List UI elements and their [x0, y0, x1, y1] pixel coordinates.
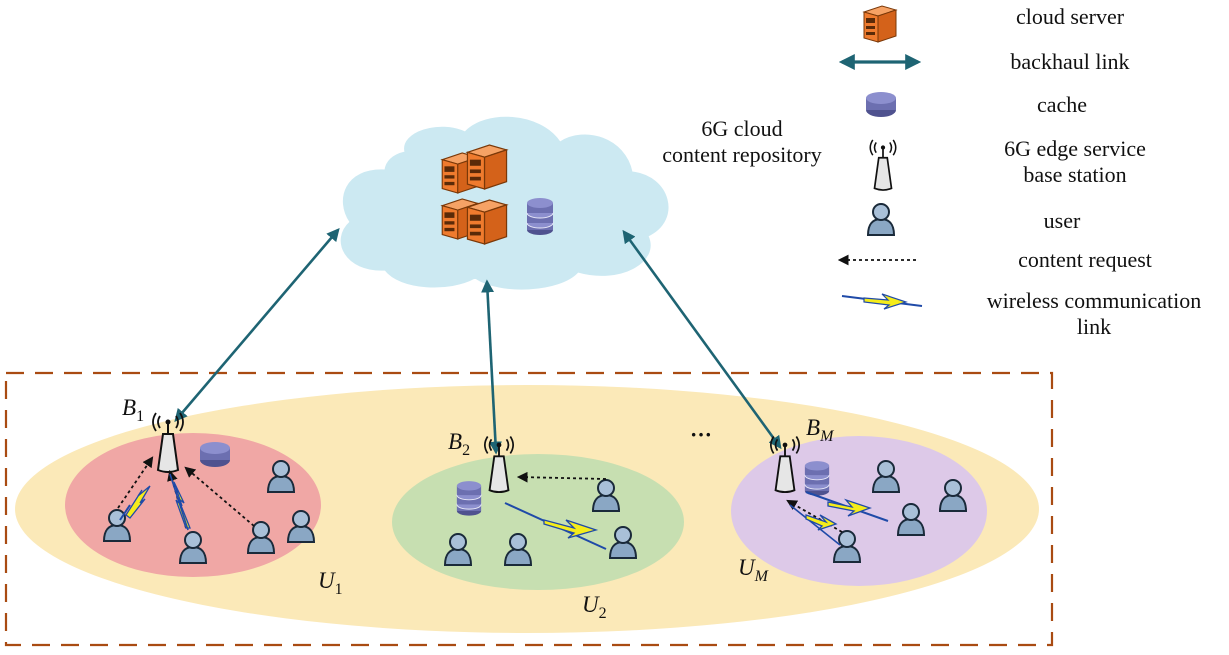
legend-cloud-server-icon: [863, 5, 897, 43]
cloud-title-line1: 6G cloud: [701, 116, 782, 141]
legend-label-content-request: content request: [1018, 247, 1152, 272]
cloud-shape: [340, 116, 669, 290]
cache-b1-icon: [200, 442, 230, 467]
legend-label-cloud-server: cloud server: [1016, 4, 1125, 29]
legend-label-base-station-line1: 6G edge service: [1004, 136, 1146, 161]
coverage-region-border: [4, 371, 1054, 647]
cloud-title-line2: content repository: [662, 142, 821, 167]
legend-label-wireless-link-line2: link: [1077, 314, 1111, 339]
backhaul-link-m: [622, 229, 782, 450]
cell-2: [392, 454, 684, 590]
backhaul-link-1: [174, 228, 340, 422]
ellipsis: ···: [690, 422, 712, 447]
legend-label-backhaul-link: backhaul link: [1010, 49, 1129, 74]
legend-base-station-icon: [869, 139, 897, 191]
backhaul-link-2: [481, 279, 502, 455]
cell-label-u1: U1: [318, 568, 343, 598]
cache-bm-icon: [804, 460, 830, 497]
cloud-cache-icon: [526, 197, 554, 236]
cell-label-u2: U2: [582, 592, 607, 622]
cell-label-um: UM: [738, 555, 770, 585]
legend-label-wireless-link-line1: wireless communication: [987, 288, 1201, 313]
legend-wireless-link-icon: [841, 293, 923, 310]
wireless-links: [119, 473, 889, 550]
legend-user-icon: [867, 203, 895, 236]
legend-label-base-station-line2: base station: [1023, 162, 1126, 187]
legend-cache-icon: [866, 92, 896, 117]
cache-b2-icon: [456, 480, 482, 517]
legend-label-user: user: [1044, 208, 1081, 233]
legend: cloud server backhaul link cache 6G edge…: [837, 4, 1201, 339]
station-label-bm: BM: [806, 415, 835, 445]
station-label-b1: B1: [122, 395, 144, 425]
legend-label-cache: cache: [1037, 92, 1087, 117]
station-label-b2: B2: [448, 429, 470, 459]
